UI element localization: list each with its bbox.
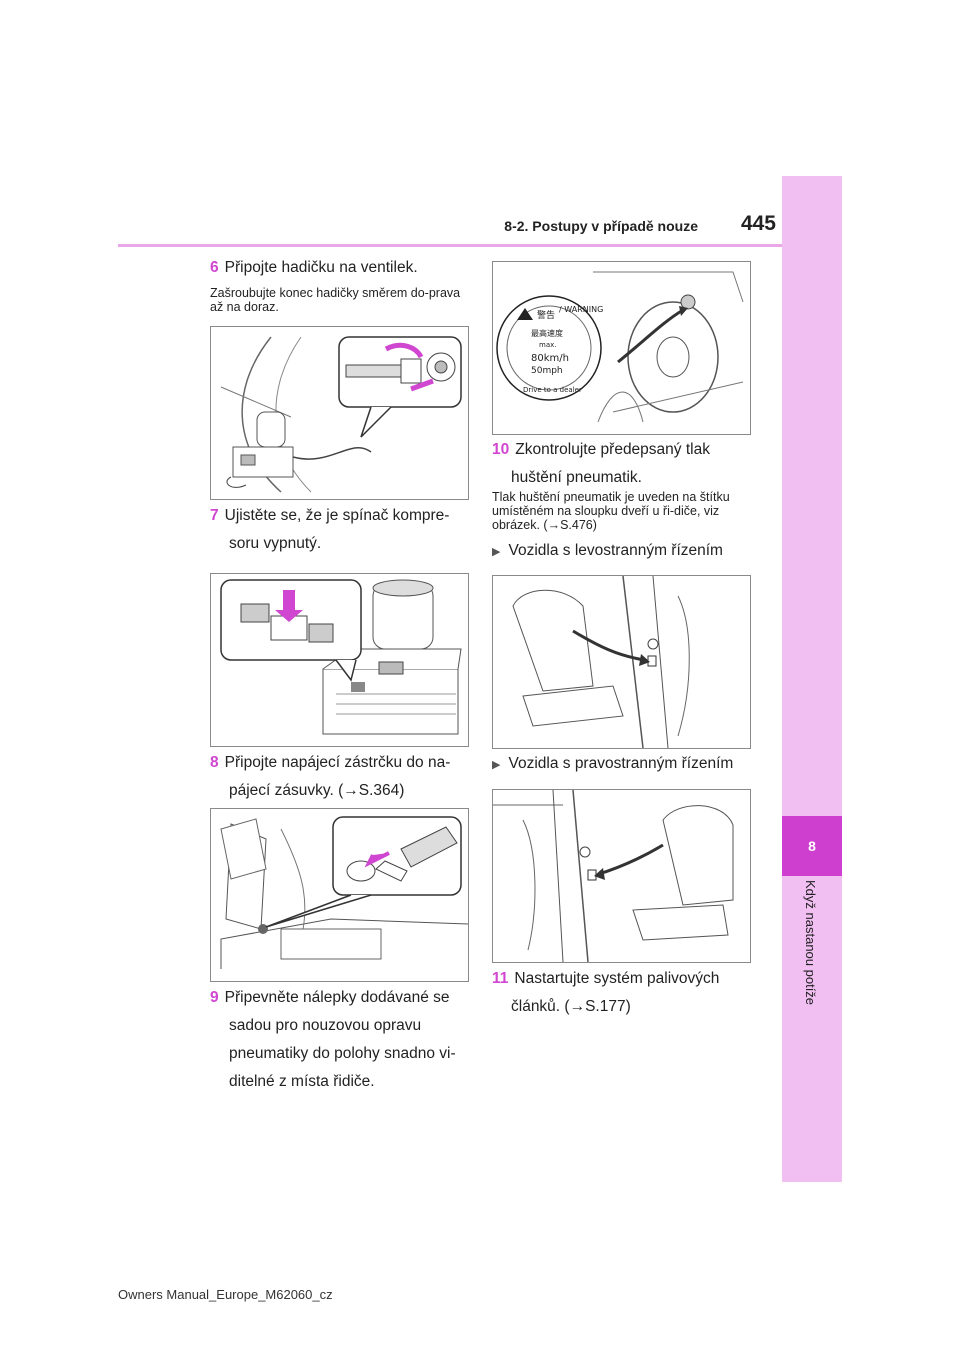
step-10-line1: Zkontrolujte předepsaný tlak xyxy=(515,441,710,458)
step-8: 8 Připojte napájecí zástrčku do na- pájec… xyxy=(210,749,472,805)
compressor-switch-illustration xyxy=(220,579,462,735)
step-6-note: Zašroubujte konec hadičky směrem do-prav… xyxy=(210,286,461,314)
step-9-number: 9 xyxy=(210,989,219,1006)
footer-text: Owners Manual_Europe_M62060_cz xyxy=(118,1287,333,1302)
step-9-line3: pneumatiky do polohy snadno vi- xyxy=(229,1045,456,1062)
step-11: 11 Nastartujte systém palivových článků. … xyxy=(492,965,754,1021)
page-number: 445 xyxy=(740,212,776,235)
step-11-line1: Nastartujte systém palivových xyxy=(514,970,720,987)
step-7: 7 Ujistěte se, že je spínač kompre- soru … xyxy=(210,502,472,558)
figure-power-socket xyxy=(210,808,469,982)
section-title: 8-2. Postupy v případě nouze xyxy=(504,218,698,234)
step-9-line4: ditelné z místa řidiče. xyxy=(229,1073,375,1090)
step-10: 10 Zkontrolujte předepsaný tlak huštění p… xyxy=(492,436,754,492)
sticker-illustration: 警告 / WARNING 最高速度 max. 80km/h 50mph Driv… xyxy=(496,271,744,423)
step-6: 6 Připojte hadičku na ventilek. xyxy=(210,254,470,282)
step-8-line1: Připojte napájecí zástrčku do na- xyxy=(224,754,451,771)
figure-rhd-door-pillar xyxy=(492,789,751,963)
sticker-warn-jp: 警告 xyxy=(537,309,555,321)
lhd-pillar-illustration xyxy=(512,576,690,748)
chapter-number: 8 xyxy=(808,838,816,854)
chapter-title-vertical: Když nastanou potíže xyxy=(800,880,822,1020)
figure-sticker-steering-wheel: 警告 / WARNING 最高速度 max. 80km/h 50mph Driv… xyxy=(492,261,751,435)
rhd-pillar-illustration xyxy=(493,790,734,962)
step-9-line2: sadou pro nouzovou opravu xyxy=(229,1017,422,1034)
sticker-max: max. xyxy=(539,341,556,349)
step-10-line2: huštění pneumatik. xyxy=(511,469,642,486)
bullet-lhd-text: Vozidla s levostranným řízením xyxy=(508,542,723,559)
chapter-tab xyxy=(782,176,842,1182)
step-11-line2: článků. (→S.177) xyxy=(511,998,631,1015)
sticker-mph: 50mph xyxy=(531,366,563,376)
sticker-dealer: Drive to a dealer xyxy=(523,386,582,394)
step-9-line1: Připevněte nálepky dodávané se xyxy=(224,989,450,1006)
figure-compressor-switch xyxy=(210,573,469,747)
step-6-number: 6 xyxy=(210,259,219,276)
chapter-number-box: 8 xyxy=(782,816,842,876)
bullet-rhd: ▶ Vozidla s pravostranným řízením xyxy=(492,755,762,773)
step-7-number: 7 xyxy=(210,507,219,524)
step-6-text: Připojte hadičku na ventilek. xyxy=(224,259,418,276)
figure-lhd-door-pillar xyxy=(492,575,751,749)
step-8-number: 8 xyxy=(210,754,219,771)
sticker-kmh: 80km/h xyxy=(531,353,569,364)
bullet-triangle-icon: ▶ xyxy=(492,546,501,558)
bullet-triangle-icon: ▶ xyxy=(492,759,501,771)
step-8-line2: pájecí zásuvky. (→S.364) xyxy=(229,782,405,799)
power-socket-illustration xyxy=(220,816,468,969)
step-9: 9 Připevněte nálepky dodávané se sadou pr… xyxy=(210,984,472,1096)
sticker-warn-en: / WARNING xyxy=(559,305,603,314)
step-7-line1: Ujistěte se, že je spínač kompre- xyxy=(224,507,450,524)
bullet-lhd: ▶ Vozidla s levostranným řízením xyxy=(492,542,762,560)
hose-valve-illustration xyxy=(220,336,462,493)
step-10-note: Tlak huštění pneumatik je uveden na štít… xyxy=(492,490,730,532)
chapter-title: Když nastanou potíže xyxy=(803,880,818,1006)
header-rule xyxy=(118,244,842,247)
bullet-rhd-text: Vozidla s pravostranným řízením xyxy=(508,755,734,772)
step-7-line2: soru vypnutý. xyxy=(229,535,322,552)
sticker-max-jp: 最高速度 xyxy=(531,328,563,338)
figure-hose-valve xyxy=(210,326,469,500)
step-10-number: 10 xyxy=(492,441,510,458)
step-11-number: 11 xyxy=(492,970,509,987)
